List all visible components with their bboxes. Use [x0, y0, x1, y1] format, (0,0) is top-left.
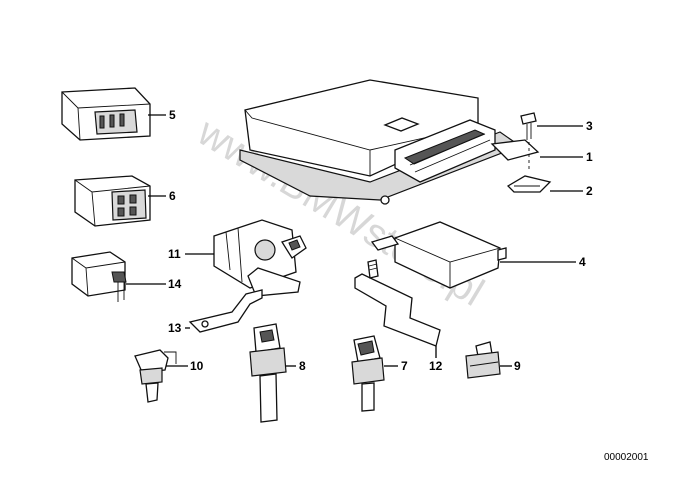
part-10-sensor[interactable]: [134, 349, 188, 403]
callout-1: 1: [586, 150, 593, 164]
part-14-relay[interactable]: [71, 251, 166, 302]
part-12-bracket[interactable]: [354, 259, 441, 358]
part-5-relay[interactable]: [61, 87, 166, 141]
part-4-module[interactable]: [370, 221, 576, 289]
callout-3: 3: [586, 119, 593, 133]
part-13-bracket[interactable]: [185, 289, 263, 333]
part-1-control-unit[interactable]: [239, 79, 583, 205]
callout-11: 11: [168, 247, 181, 261]
part-7-sensor[interactable]: [351, 335, 398, 412]
part-8-sensor[interactable]: [249, 323, 296, 423]
callout-10: 10: [190, 359, 204, 373]
callout-8: 8: [299, 359, 306, 373]
callout-2: 2: [586, 184, 593, 198]
part-3-screw[interactable]: [520, 112, 583, 172]
callout-6: 6: [169, 189, 176, 203]
part-9-sensor[interactable]: [465, 341, 512, 379]
document-number: 00002001: [604, 452, 649, 463]
callout-5: 5: [169, 108, 176, 122]
callout-12: 12: [429, 359, 443, 373]
part-2-clip[interactable]: [506, 175, 583, 193]
callout-9: 9: [514, 359, 521, 373]
callout-7: 7: [401, 359, 408, 373]
part-6-relay[interactable]: [74, 175, 166, 227]
callout-13: 13: [168, 321, 182, 335]
callout-14: 14: [168, 277, 182, 291]
callout-4: 4: [579, 255, 586, 269]
part-11-module[interactable]: [185, 219, 307, 297]
